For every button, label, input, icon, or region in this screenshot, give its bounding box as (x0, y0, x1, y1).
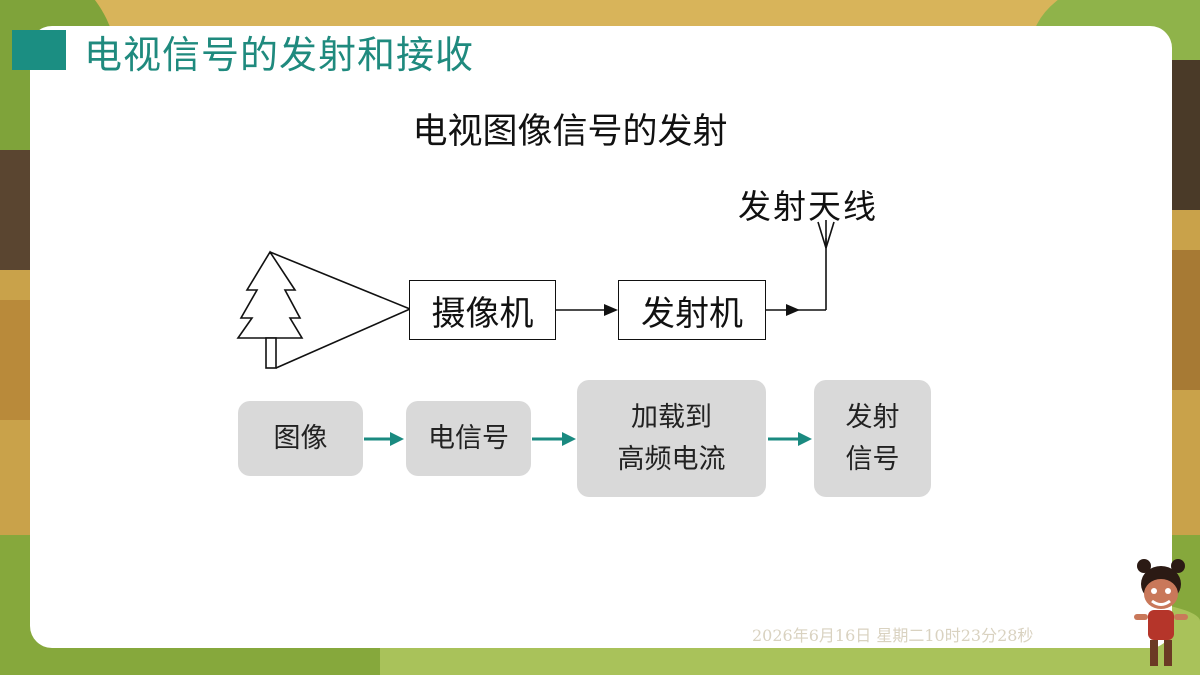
camera-to-transmitter-arrow (556, 304, 618, 316)
transmitter-to-antenna-line (766, 238, 827, 316)
camera-box: 摄像机 (409, 280, 556, 340)
flow-step-image: 图像 (238, 401, 363, 476)
flow-step-text: 高频电流 (617, 443, 726, 475)
flow-step-electric-signal: 电信号 (406, 401, 531, 476)
flow-step-carrier: 加载到 高频电流 (577, 380, 766, 497)
flow-step-text: 电信号 (428, 422, 509, 454)
antenna-label: 发射天线 (738, 187, 878, 226)
title-accent-bar (12, 30, 66, 70)
flow-step-text: 信号 (845, 443, 900, 475)
content-card (30, 26, 1172, 648)
flow-step-transmit: 发射 信号 (814, 380, 931, 497)
flow-step-text: 图像 (273, 422, 328, 454)
transmitter-box: 发射机 (618, 280, 766, 340)
datetime-watermark: 2026年6月16日 星期二10时23分28秒 (752, 626, 1034, 645)
flow-arrow-2 (532, 432, 576, 446)
background-trunk-right (1172, 60, 1200, 210)
flow-arrow-1 (364, 432, 404, 446)
antenna-icon (817, 220, 835, 249)
flow-step-text: 发射 (845, 401, 900, 433)
diagram-title: 电视图像信号的发射 (412, 112, 728, 152)
camera-view-cone (269, 251, 411, 369)
flow-arrow-3 (768, 432, 812, 446)
background-trunk-left (0, 150, 30, 270)
tree-icon (236, 250, 304, 369)
page-title: 电视信号的发射和接收 (84, 33, 475, 77)
flow-step-text: 加载到 (631, 401, 712, 433)
mascot-character (1134, 559, 1188, 666)
